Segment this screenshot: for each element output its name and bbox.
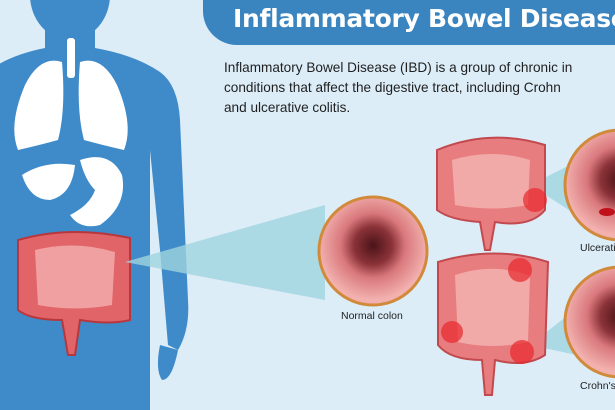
colon-ulcerative [436, 136, 547, 251]
description-line: and ulcerative colitis. [224, 100, 351, 115]
label-normal-colon: Normal colon [341, 310, 403, 322]
description-line: conditions that affect the digestive tra… [224, 80, 561, 95]
normal-colon-cross-section [317, 195, 429, 307]
colon-in-body [17, 230, 131, 356]
colon-crohns [437, 252, 550, 396]
liver-stomach-icon [22, 157, 124, 227]
projection-beam [125, 205, 325, 300]
crohns-cross-section [563, 265, 615, 379]
lungs-icon [14, 38, 128, 150]
description-line: Inflammatory Bowel Disease (IBD) is a gr… [224, 60, 573, 75]
ulcerative-colitis-cross-section [563, 128, 615, 242]
title-banner [203, 0, 615, 45]
page-title: Inflammatory Bowel Disease [233, 4, 615, 33]
description: Inflammatory Bowel Disease (IBD) is a gr… [224, 58, 615, 118]
label-crohns: Crohn's [580, 380, 615, 392]
label-ulcerative-colitis: Ulcerati [580, 242, 615, 254]
